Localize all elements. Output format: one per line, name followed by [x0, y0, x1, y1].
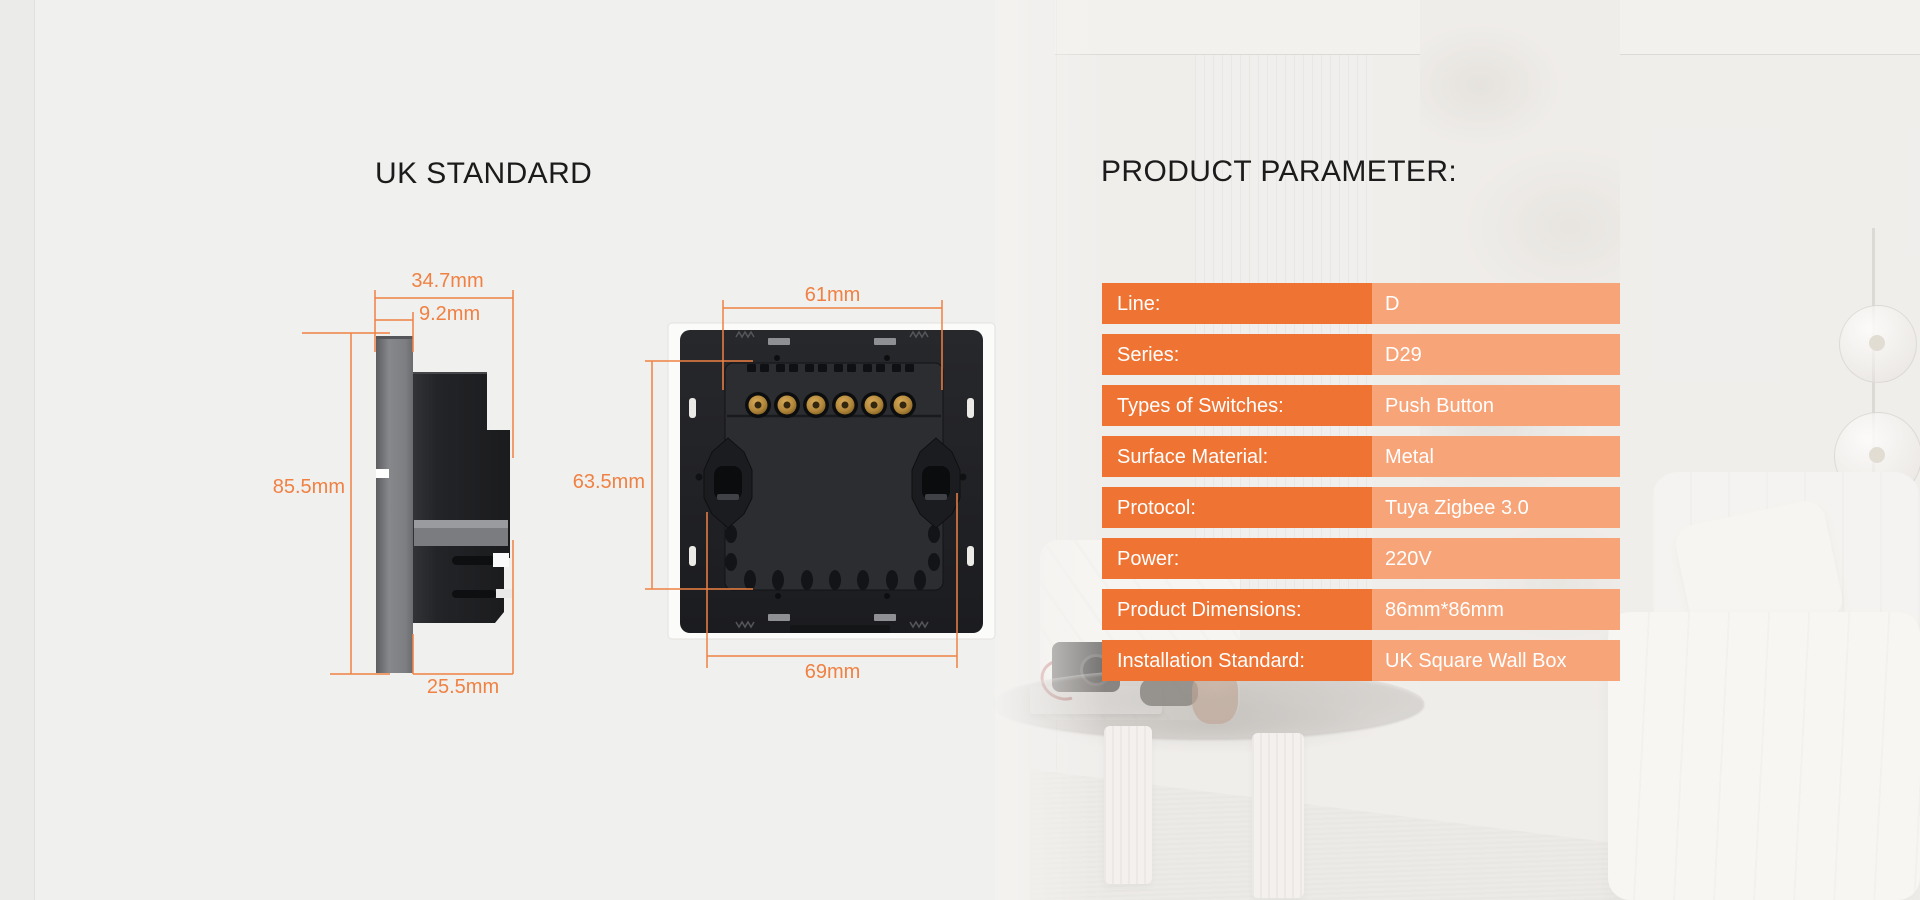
uk-standard-title: UK STANDARD: [375, 157, 593, 190]
side-view-dimension-lines: [302, 290, 514, 675]
param-label: Installation Standard:: [1102, 640, 1372, 681]
back-view-dimension-lines: [645, 300, 958, 668]
param-label: Surface Material:: [1102, 436, 1372, 477]
param-label: Product Dimensions:: [1102, 589, 1372, 630]
left-wall-strip: [0, 0, 35, 900]
table-row: Product Dimensions: 86mm*86mm: [1102, 589, 1620, 630]
floor-lamp-pole: [1872, 228, 1875, 568]
param-label: Types of Switches:: [1102, 385, 1372, 426]
dim-label-plate-thickness: 9.2mm: [419, 303, 481, 325]
param-label: Protocol:: [1102, 487, 1372, 528]
headphones: [1140, 678, 1198, 706]
table-row: Power: 220V: [1102, 538, 1620, 579]
table-leg: [1104, 726, 1152, 884]
dim-label-module-depth: 25.5mm: [426, 676, 500, 698]
param-value: Tuya Zigbee 3.0: [1372, 487, 1620, 528]
dim-label-mount-width: 69mm: [804, 661, 861, 683]
table-row: Installation Standard: UK Square Wall Bo…: [1102, 640, 1620, 681]
side-view-faceplate: [376, 336, 413, 673]
lamp-knob: [1869, 335, 1885, 351]
table-leg: [1252, 733, 1304, 898]
param-value: 86mm*86mm: [1372, 589, 1620, 630]
param-value: 220V: [1372, 538, 1620, 579]
param-label: Power:: [1102, 538, 1372, 579]
param-value: Push Button: [1372, 385, 1620, 426]
dim-label-module-height: 63.5mm: [572, 471, 645, 493]
table-row: Series: D29: [1102, 334, 1620, 375]
sofa-seat: [1608, 612, 1920, 900]
param-label: Series:: [1102, 334, 1372, 375]
mounting-wing: [703, 437, 753, 529]
mounting-wing: [911, 437, 961, 529]
param-label: Line:: [1102, 283, 1372, 324]
param-value: Metal: [1372, 436, 1620, 477]
table-row: Types of Switches: Push Button: [1102, 385, 1620, 426]
back-view-plate-details: [689, 330, 974, 633]
dim-label-terminal-width: 61mm: [804, 284, 861, 306]
lamp-knob: [1869, 447, 1885, 463]
dim-label-height: 85.5mm: [272, 476, 345, 498]
back-view-inner-module: [724, 362, 944, 591]
product-parameter-title: PRODUCT PARAMETER:: [1101, 155, 1458, 188]
param-value: D: [1372, 283, 1620, 324]
terminal-screws: [745, 392, 916, 418]
switch-back-view-diagram: [645, 300, 996, 668]
switch-side-view-diagram: [302, 290, 514, 675]
param-value: D29: [1372, 334, 1620, 375]
side-view-module: [413, 372, 513, 623]
table-row: Line: D: [1102, 283, 1620, 324]
photo-left-fade: [975, 0, 1105, 900]
param-value: UK Square Wall Box: [1372, 640, 1620, 681]
dim-label-total-depth: 34.7mm: [411, 270, 484, 292]
table-row: Protocol: Tuya Zigbee 3.0: [1102, 487, 1620, 528]
parameter-table: Line: D Series: D29 Types of Switches: P…: [1102, 283, 1620, 681]
table-row: Surface Material: Metal: [1102, 436, 1620, 477]
